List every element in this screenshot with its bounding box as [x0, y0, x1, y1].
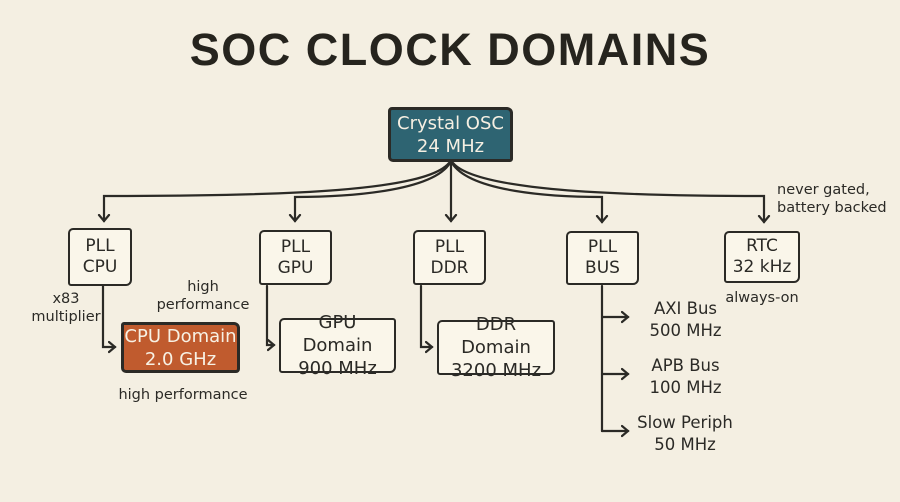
gpu-domain-frequency: 900 MHz [298, 358, 377, 379]
cpu-high-performance-note-top: high performance [150, 278, 256, 314]
axi-bus-frequency: 500 MHz [649, 321, 722, 340]
pll-bus-sublabel: BUS [585, 258, 620, 278]
crystal-osc-frequency: 24 MHz [416, 135, 485, 157]
slow-periph-label: Slow Periph [637, 413, 733, 432]
high-performance-top-line1: high [187, 279, 219, 295]
multiplier-note-line1: x83 [52, 291, 80, 307]
pll-ddr-label: PLL [434, 236, 465, 257]
node-cpu-domain: CPU Domain 2.0 GHz [121, 322, 240, 373]
node-rtc: RTC 32 kHz [724, 231, 800, 283]
slow-periph-frequency: 50 MHz [654, 435, 716, 454]
node-pll-gpu: PLL GPU [259, 230, 332, 285]
cpu-domain-label: CPU Domain [124, 325, 237, 347]
pll-gpu-sublabel: GPU [277, 257, 314, 278]
bus-output-axi: AXI Bus 500 MHz [638, 298, 733, 342]
rtc-always-on-note: always-on [725, 290, 799, 306]
node-gpu-domain: GPU Domain 900 MHz [279, 312, 396, 379]
edge-osc-to-pll-bus [450, 161, 602, 222]
node-pll-cpu: PLL CPU [68, 228, 132, 286]
multiplier-note-line2: multiplier [31, 309, 101, 325]
bus-output-slow-periph: Slow Periph 50 MHz [630, 412, 740, 456]
cpu-multiplier-note: x83 multiplier [24, 290, 108, 326]
edge-pll-cpu-to-cpu-domain [101, 284, 115, 347]
pll-gpu-label: PLL [280, 236, 311, 257]
bus-output-apb: APB Bus 100 MHz [638, 355, 733, 399]
node-pll-bus: PLL BUS [566, 231, 639, 285]
crystal-osc-label: Crystal OSC [397, 112, 504, 134]
edge-pll-gpu-to-gpu-domain [265, 284, 274, 345]
node-ddr-domain: DDR Domain 3200 MHz [437, 314, 555, 381]
high-performance-top-line2: performance [156, 297, 250, 313]
rtc-note-line1: never gated, [777, 182, 870, 198]
ddr-domain-label: DDR Domain [461, 314, 531, 358]
node-pll-ddr: PLL DDR [413, 230, 486, 285]
ddr-domain-frequency: 3200 MHz [450, 360, 542, 381]
rtc-note-line2: battery backed [777, 200, 887, 216]
rtc-note: never gated, battery backed [777, 181, 887, 217]
cpu-high-performance-note-bottom: high performance [118, 387, 248, 403]
apb-bus-label: APB Bus [651, 356, 720, 375]
axi-bus-label: AXI Bus [653, 299, 718, 318]
pll-cpu-sublabel: CPU [82, 257, 118, 277]
node-crystal-osc: Crystal OSC 24 MHz [388, 107, 513, 162]
edge-osc-to-pll-cpu [104, 161, 451, 221]
pll-cpu-label: PLL [85, 236, 115, 256]
rtc-frequency: 32 kHz [732, 257, 792, 277]
rtc-label: RTC [746, 236, 778, 256]
pll-bus-label: PLL [587, 237, 618, 257]
page-title: SOC CLOCK DOMAINS [189, 24, 711, 75]
pll-ddr-sublabel: DDR [430, 257, 469, 278]
gpu-domain-label: GPU Domain [302, 312, 373, 356]
apb-bus-frequency: 100 MHz [649, 378, 722, 397]
edge-osc-to-rtc [451, 161, 764, 222]
cpu-domain-frequency: 2.0 GHz [144, 348, 217, 370]
edge-pll-ddr-to-ddr-domain [419, 284, 432, 347]
edge-osc-to-pll-gpu [295, 161, 452, 221]
